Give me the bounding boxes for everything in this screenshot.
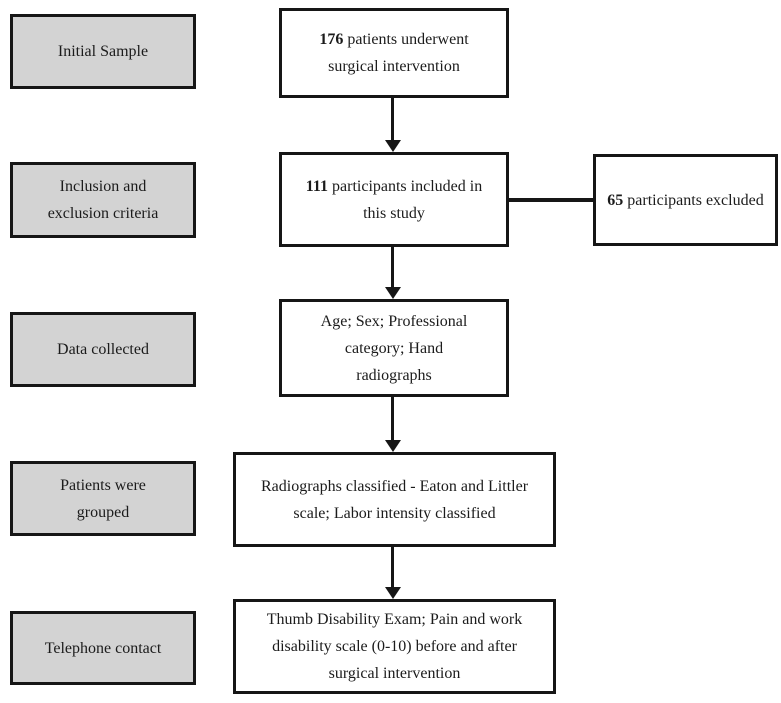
arrow-down-icon [385, 98, 401, 152]
arrow-shaft [391, 247, 394, 288]
stage-label: Initial Sample [57, 43, 149, 60]
stage-patients-were-grouped: Patients were grouped [10, 461, 196, 536]
stage-label: Data collected [57, 341, 149, 358]
node-number: 65 [607, 191, 624, 209]
stage-label: Patients were grouped [60, 476, 146, 521]
arrow-head [385, 587, 401, 599]
arrow-down-icon [385, 547, 401, 599]
node-initial-sample: 176 patients underwent surgical interven… [279, 8, 509, 98]
arrow-head [385, 140, 401, 152]
node-excluded-participants: 65 participants excluded [593, 154, 778, 246]
arrow-down-icon [385, 397, 401, 452]
connector-excluded-line [509, 198, 593, 202]
node-text: Age; Sex; Professional category; Hand ra… [320, 312, 468, 384]
stage-initial-sample: Initial Sample [10, 14, 196, 89]
node-text: Radiographs classified - Eaton and Littl… [260, 477, 529, 522]
stage-label: Inclusion and exclusion criteria [47, 178, 159, 222]
arrow-head [385, 287, 401, 299]
node-text: 65 participants excluded [607, 191, 764, 209]
node-number: 111 [305, 177, 329, 195]
arrow-shaft [391, 397, 394, 441]
arrow-head [385, 440, 401, 452]
node-text: 176 patients underwent surgical interven… [319, 31, 469, 75]
stage-telephone-contact: Telephone contact [10, 611, 196, 685]
stage-inclusion-exclusion-criteria: Inclusion and exclusion criteria [10, 162, 196, 238]
node-included-participants: 111 participants included in this study [279, 152, 509, 247]
arrow-shaft [391, 98, 394, 141]
stage-label: Telephone contact [44, 639, 162, 657]
stage-data-collected: Data collected [10, 312, 196, 387]
arrow-shaft [391, 547, 394, 588]
node-telephone-assessment: Thumb Disability Exam; Pain and work dis… [233, 599, 556, 694]
node-radiographs-classified: Radiographs classified - Eaton and Littl… [233, 452, 556, 547]
node-text: Thumb Disability Exam; Pain and work dis… [266, 611, 523, 682]
node-data-collected: Age; Sex; Professional category; Hand ra… [279, 299, 509, 397]
arrow-down-icon [385, 247, 401, 299]
node-number: 176 [319, 31, 344, 48]
node-text: 111 participants included in this study [305, 177, 483, 222]
